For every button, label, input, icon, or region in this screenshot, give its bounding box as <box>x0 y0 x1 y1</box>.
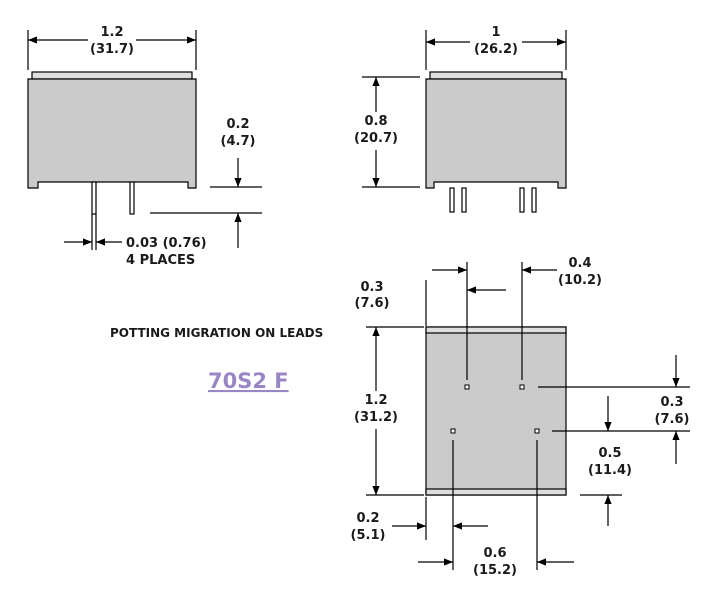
side-height-in: 0.8 <box>364 114 387 129</box>
side-view-pin <box>449 187 455 213</box>
edge-offset-mm: (5.1) <box>351 528 386 543</box>
edge-offset-in: 0.2 <box>356 511 379 526</box>
pin-count-label: 4 PLACES <box>126 253 195 268</box>
pin-hole <box>464 384 470 390</box>
bottom-length-in: 1.2 <box>364 393 387 408</box>
front-view-pin <box>91 181 97 215</box>
standoff-in: 0.2 <box>226 117 249 132</box>
model-number: 70S2 F <box>208 369 289 393</box>
row-offset-in: 0.3 <box>660 395 683 410</box>
left-pin-offset-in: 0.3 <box>360 280 383 295</box>
front-view-body <box>27 78 197 189</box>
bottom-length-mm: (31.2) <box>354 410 398 425</box>
row-pitch-in: 0.5 <box>598 446 621 461</box>
side-view-pin <box>531 187 537 213</box>
bottom-view-body <box>425 326 567 496</box>
side-view-pin <box>519 187 525 213</box>
side-view-body <box>425 78 567 189</box>
side-width-in: 1 <box>491 25 500 40</box>
col-pitch-in: 0.6 <box>483 546 506 561</box>
bottom-view-top-edge <box>425 326 567 334</box>
front-view: 1.2 (31.7) 0.2 (4.7) 0.03 (0.76) 4 PLACE… <box>27 25 262 268</box>
row-pitch-mm: (11.4) <box>588 463 632 478</box>
standoff-mm: (4.7) <box>221 134 256 149</box>
side-view-pin <box>461 187 467 213</box>
side-height-mm: (20.7) <box>354 131 398 146</box>
side-view-cap <box>429 71 563 80</box>
row-offset-mm: (7.6) <box>655 412 690 427</box>
front-view-pin <box>129 181 135 215</box>
pin-hole <box>450 428 456 434</box>
pin-diameter-label: 0.03 (0.76) <box>126 236 207 251</box>
pin-hole <box>519 384 525 390</box>
bottom-view-bottom-edge <box>425 488 567 496</box>
potting-note: POTTING MIGRATION ON LEADS <box>110 326 323 340</box>
right-pin-offset-mm: (10.2) <box>558 273 602 288</box>
pin-hole <box>534 428 540 434</box>
front-view-cap <box>31 71 193 80</box>
left-pin-offset-mm: (7.6) <box>355 296 390 311</box>
bottom-view: 0.3 (7.6) 0.4 (10.2) 1.2 (31.2) 0.3 (7.6… <box>351 256 690 578</box>
front-width-mm: (31.7) <box>90 42 134 57</box>
side-width-mm: (26.2) <box>474 42 518 57</box>
front-width-in: 1.2 <box>100 25 123 40</box>
right-pin-offset-in: 0.4 <box>568 256 591 271</box>
col-pitch-mm: (15.2) <box>473 563 517 578</box>
side-view: 1 (26.2) 0.8 (20.7) <box>352 25 567 213</box>
